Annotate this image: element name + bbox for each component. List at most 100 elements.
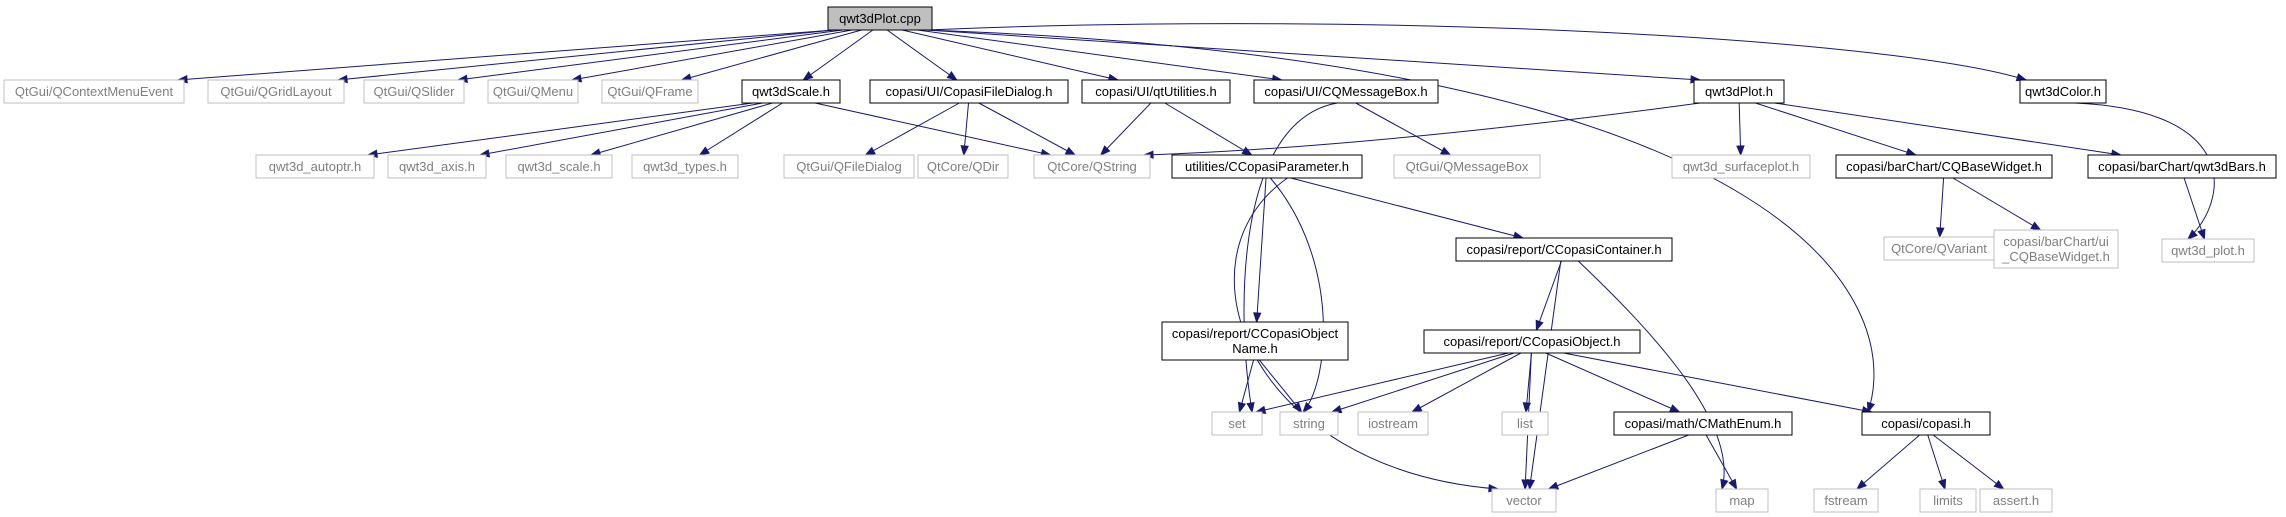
node-box: [1671, 154, 1811, 179]
node-box: [869, 79, 1069, 104]
edge-qwt3dplot-cpp-to-qframe: [681, 29, 862, 81]
node-label: copasi/copasi.h: [1881, 416, 1971, 431]
edge-ccopasiobject-h-to-string: [1331, 352, 1515, 413]
node-qmessagebox: QtGui/QMessageBox: [1393, 154, 1541, 179]
node-box: [1835, 154, 2053, 179]
edge-ccopasiparameter-h-to-string: [1269, 177, 1324, 413]
node-copasifiledialog-h[interactable]: copasi/UI/CopasiFileDialog.h: [869, 79, 1069, 104]
arrowhead-icon: [2186, 229, 2198, 240]
edge-ccopasiobject-h-to-iostream: [1411, 352, 1522, 413]
edge-ccopasiobject-h-to-set: [1255, 352, 1509, 413]
node-cqbasewidget-h[interactable]: copasi/barChart/CQBaseWidget.h: [1835, 154, 2053, 179]
arrowhead-icon: [1535, 319, 1544, 332]
node-cmathenum-h[interactable]: copasi/math/CMathEnum.h: [1613, 411, 1793, 436]
node-label: fstream: [1824, 493, 1867, 508]
arrowhead-icon: [1246, 401, 1255, 414]
node-label: qwt3d_types.h: [643, 159, 727, 174]
edge-qtutilities-h-to-qstring: [1100, 102, 1152, 156]
node-box: [1253, 79, 1439, 104]
arrowhead-icon: [1855, 479, 1867, 490]
node-label: copasi/barChart/ui: [2003, 234, 2109, 249]
node-label: limits: [1933, 493, 1963, 508]
edge-qwt3dplot-cpp-to-qgridlayout: [337, 29, 835, 81]
node-iostream: iostream: [1357, 411, 1429, 436]
node-label: utilities/CCopasiParameter.h: [1185, 159, 1349, 174]
node-qwt3dcolor-h[interactable]: qwt3dColor.h: [2019, 79, 2107, 104]
node-box: [3, 79, 185, 104]
edge-ccopasiobjectname-h-to-string: [1258, 359, 1302, 413]
node-box: [1211, 411, 1263, 436]
node-ccopasicontainer-h[interactable]: copasi/report/CCopasiContainer.h: [1455, 237, 1673, 262]
node-qtutilities-h[interactable]: copasi/UI/qtUtilities.h: [1081, 79, 1231, 104]
node-label: iostream: [1368, 416, 1418, 431]
node-box: [363, 79, 465, 104]
node-box: [505, 154, 613, 179]
node-map: map: [1715, 488, 1769, 513]
edge-qwt3dplot-cpp-to-qslider: [457, 29, 843, 81]
edge-qwt3dscale-h-to-qstring: [814, 102, 1051, 156]
node-label: QtGui/QContextMenuEvent: [15, 84, 174, 99]
node-box: [827, 6, 933, 31]
node-qwt3d-scale: qwt3d_scale.h: [505, 154, 613, 179]
arrowhead-icon: [2030, 221, 2042, 231]
node-qstring: QtCore/QString: [1033, 154, 1151, 179]
edge-ccopasiobject-h-to-cmathenum-h: [1545, 352, 1680, 413]
arrowhead-icon: [802, 71, 814, 81]
node-label: qwt3d_scale.h: [517, 159, 600, 174]
edge-ccopasicontainer-h-to-ccopasiobject-h: [1535, 260, 1562, 331]
node-label: QtGui/QFrame: [607, 84, 692, 99]
arrowhead-icon: [1720, 478, 1729, 491]
edge-cqmessagebox-h-to-qmessagebox: [1355, 102, 1451, 156]
node-label: copasi/math/CMathEnum.h: [1625, 416, 1782, 431]
arrowhead-icon: [1938, 478, 1947, 491]
node-qwt3dbars-h[interactable]: copasi/barChart/qwt3dBars.h: [2087, 154, 2277, 179]
node-label: qwt3dScale.h: [752, 84, 830, 99]
edge-ccopasiparameter-h-to-ccopasiobjectname-h: [1256, 177, 1267, 323]
node-ccopasiparameter-h[interactable]: utilities/CCopasiParameter.h: [1171, 154, 1363, 179]
node-box: [1279, 411, 1339, 436]
node-box: [783, 154, 915, 179]
edge-cqbasewidget-h-to-qvariant: [1939, 177, 1945, 238]
node-cqmessagebox-h[interactable]: copasi/UI/CQMessageBox.h: [1253, 79, 1439, 104]
node-list: list: [1501, 411, 1549, 436]
arrowhead-icon: [1736, 145, 1745, 157]
node-label: copasi/barChart/qwt3dBars.h: [2098, 159, 2266, 174]
node-ui-cqbasewidget: copasi/barChart/ui_CQBaseWidget.h: [1993, 229, 2119, 269]
node-qwt3dplot-cpp[interactable]: qwt3dPlot.cpp: [827, 6, 933, 31]
arrowhead-icon: [1936, 227, 1945, 239]
arrowhead-icon: [1064, 146, 1077, 156]
arrowhead-icon: [1439, 146, 1452, 156]
edge-cqbasewidget-h-to-ui-cqbasewidget: [1952, 177, 2041, 231]
node-label: Name.h: [1232, 341, 1278, 356]
node-qwt3dplot-h[interactable]: qwt3dPlot.h: [1693, 79, 1785, 104]
edge-qwt3dscale-h-to-qwt3d-axis: [479, 102, 763, 156]
node-box: [1393, 154, 1541, 179]
node-ccopasiobject-h[interactable]: copasi/report/CCopasiObject.h: [1423, 329, 1641, 354]
node-copasi-h[interactable]: copasi/copasi.h: [1861, 411, 1991, 436]
node-label: qwt3dPlot.h: [1705, 84, 1773, 99]
node-label: QtGui/QGridLayout: [220, 84, 332, 99]
node-qslider: QtGui/QSlider: [363, 79, 465, 104]
edge-qwt3dplot-cpp-to-copasifiledialog-h: [886, 29, 958, 81]
edge-copasi-h-to-fstream: [1856, 434, 1920, 490]
node-qframe: QtGui/QFrame: [601, 79, 699, 104]
node-vector: vector: [1491, 488, 1557, 513]
edge-cqmessagebox-h-to-set: [1243, 102, 1338, 413]
node-string: string: [1279, 411, 1339, 436]
arrowhead-icon: [1292, 401, 1303, 414]
node-label: qwt3d_surfaceplot.h: [1683, 159, 1799, 174]
arrowhead-icon: [1669, 404, 1681, 413]
node-box: [1455, 237, 1673, 262]
node-box: [207, 79, 345, 104]
node-box: [1423, 329, 1641, 354]
edge-qwt3dbars-h-to-qwt3d-plot: [2183, 177, 2205, 240]
arrowhead-icon: [1728, 478, 1738, 491]
edge-ccopasicontainer-h-to-map: [1577, 260, 1725, 490]
edge-qwt3dplot-cpp-to-qwt3dplot-h: [925, 29, 1701, 81]
edge-copasifiledialog-h-to-qstring: [978, 102, 1076, 156]
node-qwt3d-autoptr: qwt3d_autoptr.h: [255, 154, 375, 179]
node-qwt3dscale-h[interactable]: qwt3dScale.h: [741, 79, 841, 104]
node-qvariant: QtCore/QVariant: [1883, 236, 1995, 261]
